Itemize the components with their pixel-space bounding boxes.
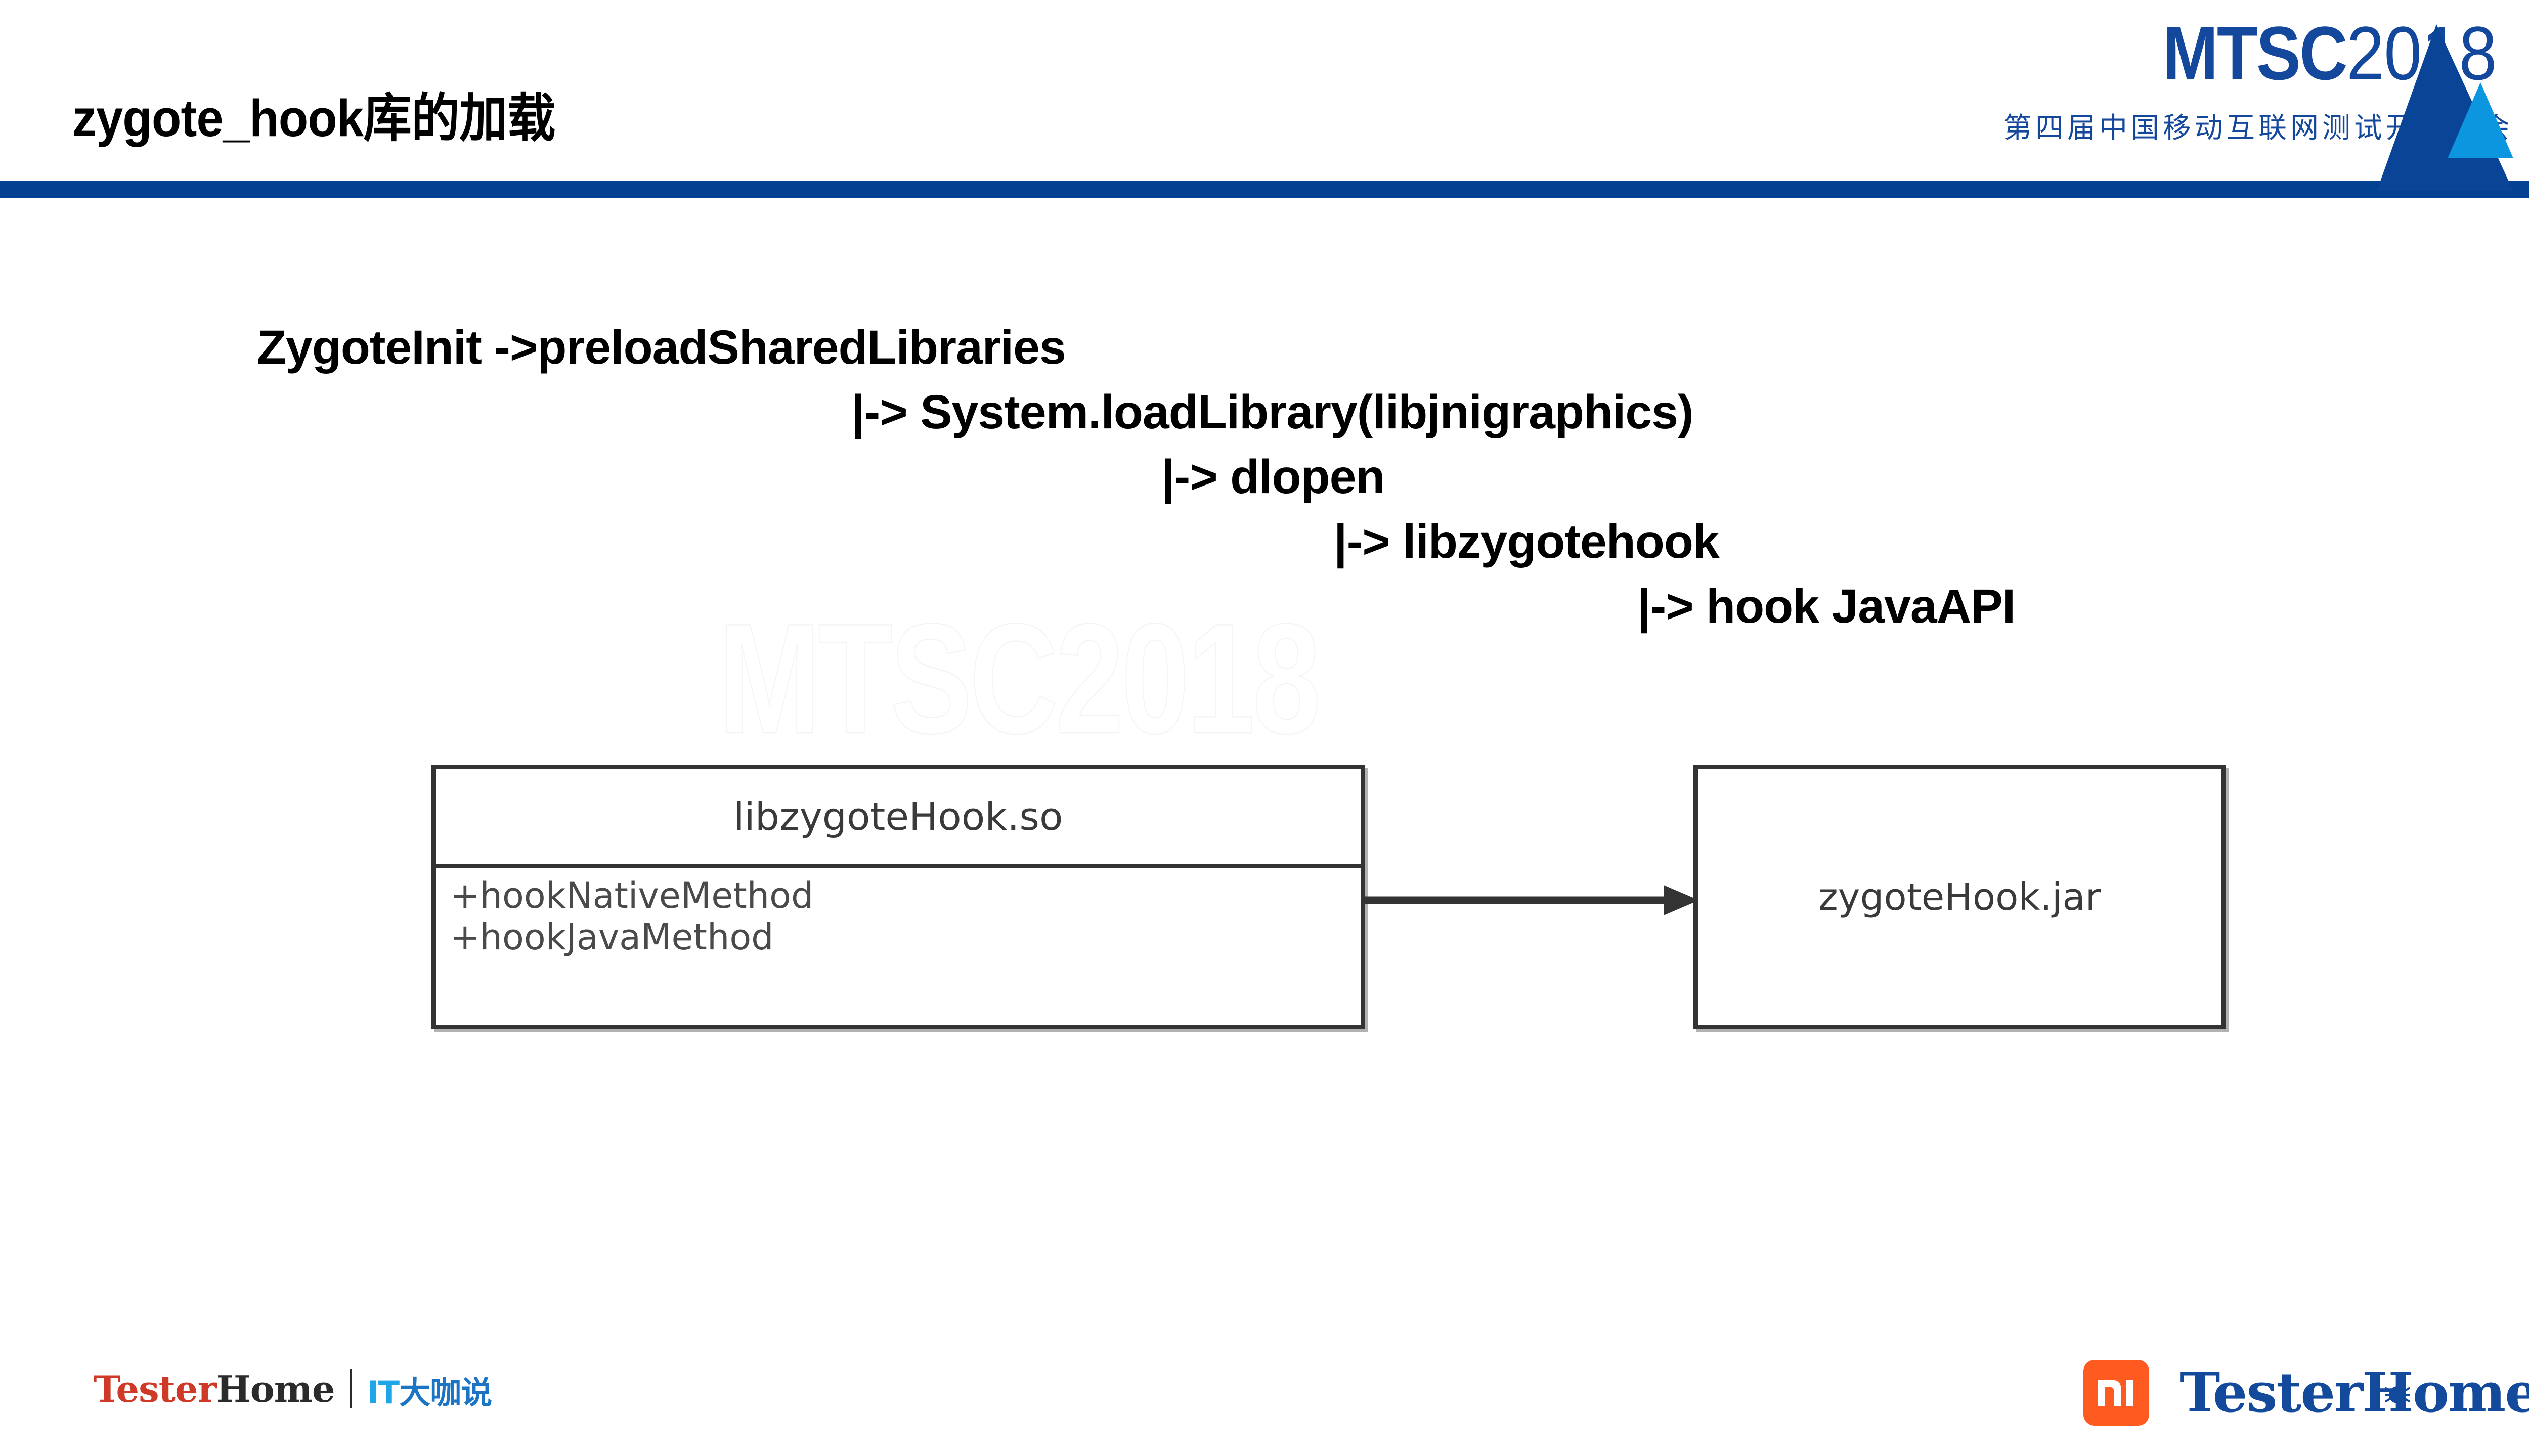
mountain-triangles-icon xyxy=(2377,24,2513,191)
slide-footer: TesterHome IT大咖说 TesterHome xyxy=(0,1304,2529,1456)
mtsc-watermark: MTSC2018 xyxy=(718,591,1321,767)
footer-brand-logos: TesterHome xyxy=(2083,1360,2529,1426)
class-box-zygotehook-jar[interactable]: zygoteHook.jar xyxy=(1693,765,2226,1029)
testerhome-logo-part2: Home xyxy=(216,1367,335,1410)
testerhome-brand-logo: TesterHome xyxy=(2179,1361,2529,1425)
footer-logo-divider xyxy=(350,1369,352,1408)
page-title: zygote_hook库的加载 xyxy=(72,89,556,147)
itdakashuo-logo-it: IT xyxy=(367,1374,400,1411)
testerhome-brand-label: TesterHome xyxy=(2179,1361,2529,1425)
class-member-row: +hookJavaMethod xyxy=(450,916,774,958)
mtsc-wordmark: MTSC2018 xyxy=(1977,15,2513,91)
class-box-members-section: +hookNativeMethod +hookJavaMethod xyxy=(436,868,1361,958)
testerhome-footer-logo: TesterHome xyxy=(94,1367,335,1410)
class-box-title-label: libzygoteHook.so xyxy=(733,794,1063,839)
header-divider-bar xyxy=(0,181,2529,198)
mi-glyph-icon xyxy=(2097,1380,2133,1406)
footer-partner-logos: TesterHome IT大咖说 xyxy=(94,1366,492,1411)
call-chain-line-5: |-> hook JavaAPI xyxy=(1637,580,2016,633)
class-box-title-section: libzygoteHook.so xyxy=(436,769,1361,868)
call-chain-line-3: |-> dlopen xyxy=(1161,450,1385,504)
itdakashuo-logo-cn: 大咖说 xyxy=(399,1374,492,1411)
xiaomi-mi-logo xyxy=(2083,1360,2149,1426)
jar-box-label: zygoteHook.jar xyxy=(1818,875,2101,919)
call-chain-line-4: |-> libzygotehook xyxy=(1334,515,1720,568)
testerhome-logo-part1: Tester xyxy=(94,1367,217,1410)
call-chain-line-2: |-> System.loadLibrary(libjnigraphics) xyxy=(851,385,1694,439)
class-box-libzygotehook[interactable]: libzygoteHook.so +hookNativeMethod +hook… xyxy=(431,765,1365,1029)
mtsc-conference-logo: MTSC2018 第四届中国移动互联网测试开发大会 xyxy=(1977,9,2513,191)
slide-header: zygote_hook库的加载 MTSC2018 第四届中国移动互联网测试开发大… xyxy=(0,0,2529,198)
class-member-row: +hookNativeMethod xyxy=(450,875,814,916)
association-arrow-icon xyxy=(1365,885,1699,915)
call-chain-line-1: ZygoteInit ->preloadSharedLibraries xyxy=(257,321,1066,374)
itdakashuo-logo: IT大咖说 xyxy=(367,1367,492,1413)
mtsc-wordmark-bold: MTSC xyxy=(2162,11,2348,96)
